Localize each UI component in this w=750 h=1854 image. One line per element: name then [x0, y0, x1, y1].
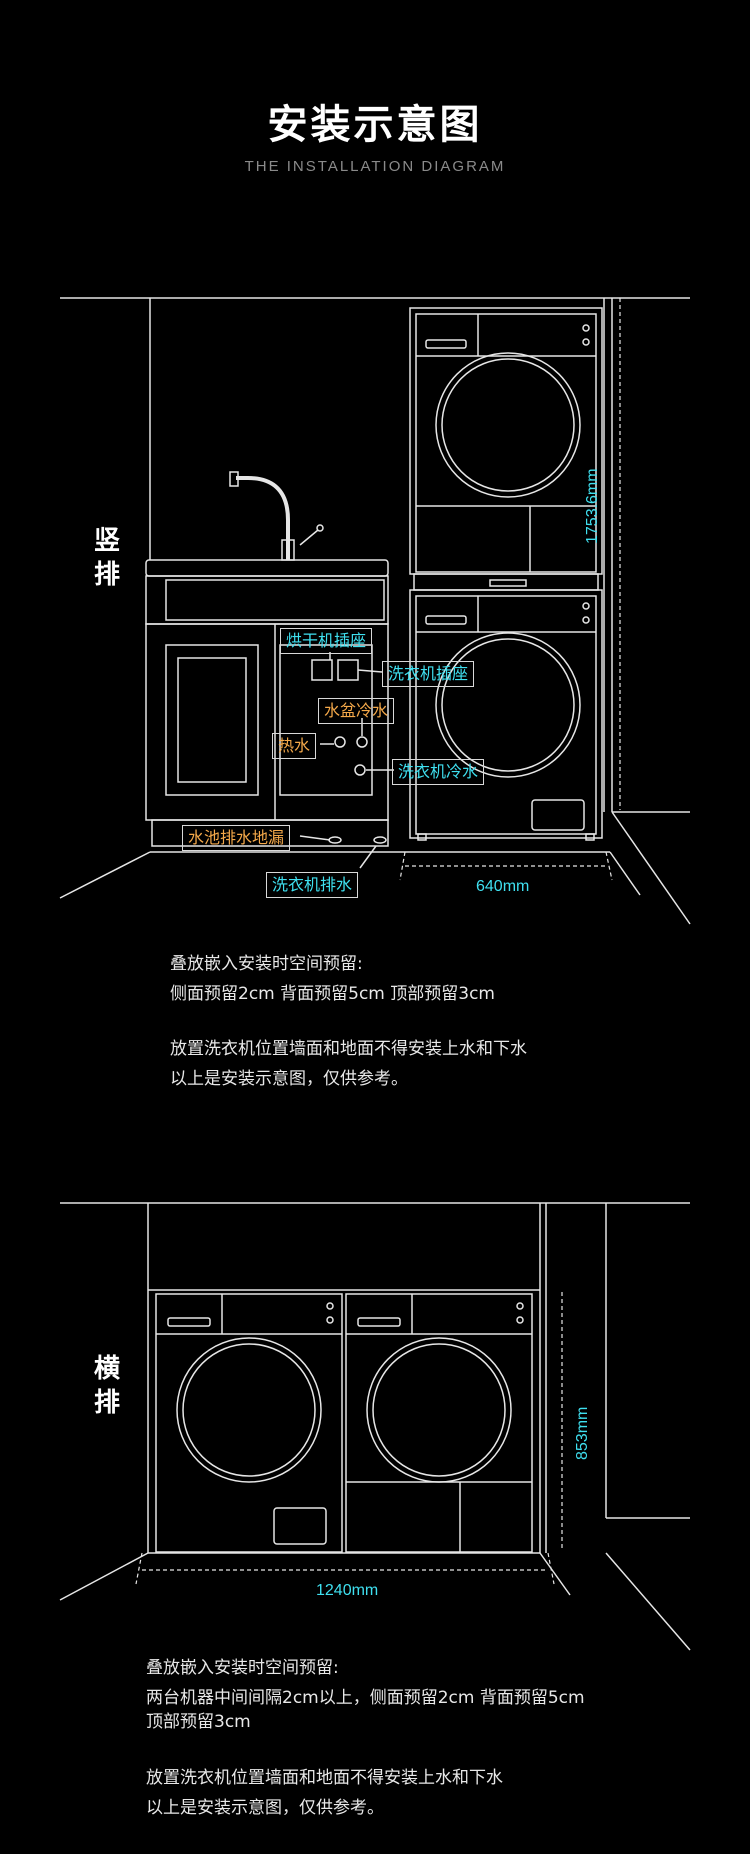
note-line: 两台机器中间间隔2cm以上，侧面预留2cm 背面预留5cm	[146, 1688, 585, 1708]
page-subtitle: THE INSTALLATION DIAGRAM	[244, 158, 506, 175]
note-line: 以上是安装示意图，仅供参考。	[146, 1798, 384, 1818]
horizontal-layout-label: 横排	[93, 1354, 120, 1418]
note-line: 顶部预留3cm	[146, 1712, 251, 1732]
hot-water-tag: 热水	[272, 733, 317, 759]
floor-drain-tag: 水池排水地漏	[182, 825, 291, 851]
note-line: 叠放嵌入安装时空间预留:	[146, 1658, 339, 1678]
washer-socket-tag: 洗衣机插座	[382, 661, 475, 687]
note-line: 叠放嵌入安装时空间预留:	[170, 954, 363, 974]
note-line: 放置洗衣机位置墙面和地面不得安装上水和下水	[146, 1768, 503, 1788]
dryer-socket-tag: 烘干机插座	[280, 628, 373, 654]
sink-cold-water-tag: 水盆冷水	[318, 698, 395, 724]
height-dimension: 853mm	[574, 1406, 591, 1460]
note-line: 侧面预留2cm 背面预留5cm 顶部预留3cm	[170, 984, 495, 1004]
note-line: 放置洗衣机位置墙面和地面不得安装上水和下水	[170, 1039, 527, 1059]
vertical-layout-label: 竖排	[93, 526, 120, 590]
note-line: 以上是安装示意图，仅供参考。	[170, 1069, 408, 1089]
width-dimension: 1240mm	[316, 1582, 379, 1599]
washer-drain-tag: 洗衣机排水	[266, 872, 359, 898]
width-dimension: 640mm	[476, 878, 530, 895]
page-title: 安装示意图	[267, 102, 483, 148]
washer-cold-water-tag: 洗衣机冷水	[392, 759, 485, 785]
